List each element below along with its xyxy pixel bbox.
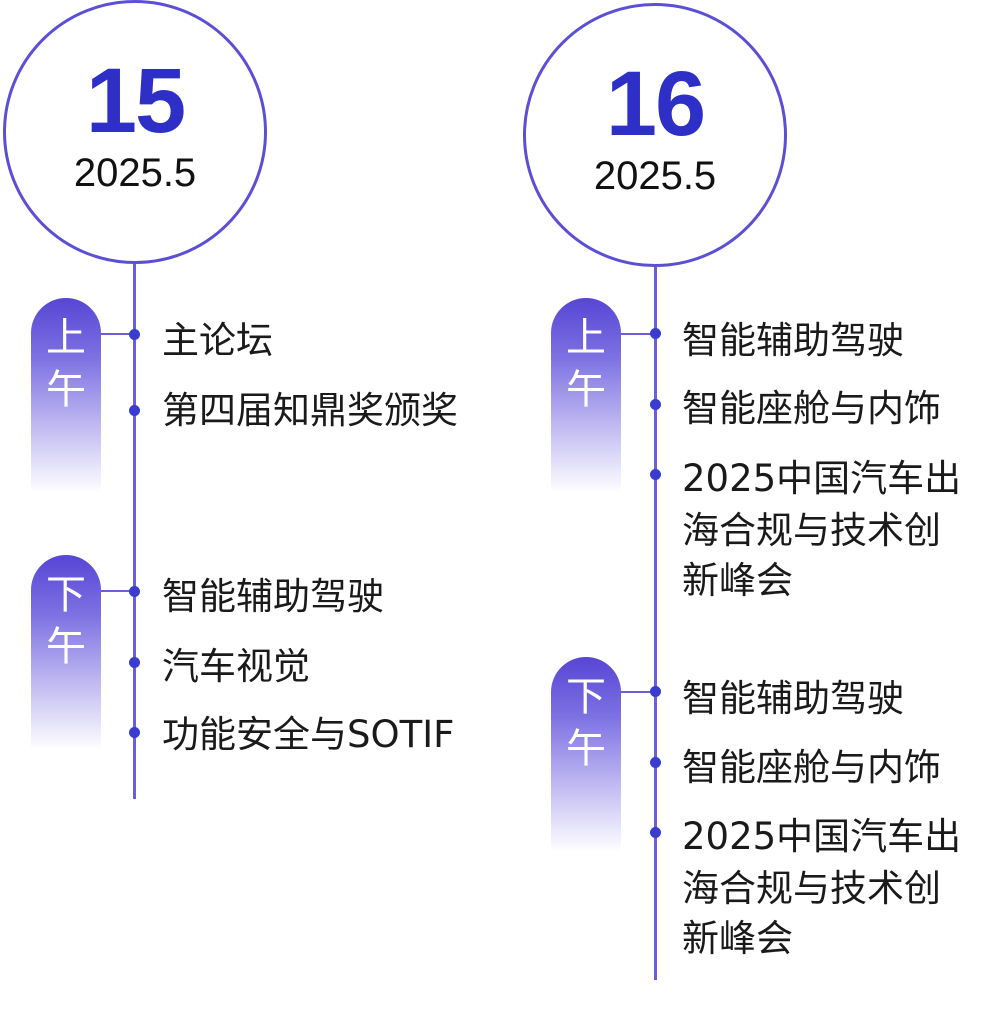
timeline-dot xyxy=(650,757,661,768)
date-text: 2025.5 xyxy=(593,154,717,198)
session-tag-afternoon: 下 午 xyxy=(551,657,621,852)
session-tag-morning: 上 午 xyxy=(551,298,621,493)
agenda-item-line-2: 海合规与技术创 xyxy=(682,867,941,910)
session-tag-morning: 上 午 xyxy=(31,298,101,493)
agenda-item: 智能座舱与内饰 xyxy=(682,746,941,789)
timeline-day-16: 16 2025.5 上 午 智能辅助驾驶 智能座舱与内饰 2025中国汽车出 海… xyxy=(520,0,995,1028)
timeline-dot xyxy=(650,686,661,697)
session-tag-char: 午 xyxy=(566,726,606,772)
agenda-item: 智能座舱与内饰 xyxy=(682,387,941,430)
session-connector xyxy=(101,333,135,335)
agenda-item: 智能辅助驾驶 xyxy=(162,575,384,618)
timeline-dot xyxy=(650,469,661,480)
timeline-dot xyxy=(129,657,140,668)
agenda-item-line-3: 新峰会 xyxy=(682,917,793,960)
timeline-dot xyxy=(129,727,140,738)
agenda-item-line-3: 新峰会 xyxy=(682,559,793,602)
timeline-dot xyxy=(650,328,661,339)
session-tag-char: 下 xyxy=(46,572,86,618)
date-circle: 15 2025.5 xyxy=(3,0,267,264)
timeline-line xyxy=(654,267,657,980)
session-tag-char: 午 xyxy=(566,367,606,413)
agenda-item: 主论坛 xyxy=(162,319,273,362)
session-tag-char: 午 xyxy=(46,624,86,670)
session-tag-char: 午 xyxy=(46,367,86,413)
session-tag-char: 下 xyxy=(566,674,606,720)
date-circle: 16 2025.5 xyxy=(523,3,787,267)
day-number: 15 xyxy=(85,50,186,152)
session-tag-char: 上 xyxy=(46,315,86,361)
timeline-dot xyxy=(129,329,140,340)
agenda-item-line-1: 2025中国汽车出 xyxy=(682,457,962,500)
date-text: 2025.5 xyxy=(73,151,197,195)
timeline-day-15: 15 2025.5 上 午 主论坛 第四届知鼎奖颁奖 下 午 智能辅助驾驶 汽车… xyxy=(0,0,480,1028)
agenda-item: 汽车视觉 xyxy=(162,645,310,688)
agenda-item: 智能辅助驾驶 xyxy=(682,677,904,720)
day-number: 16 xyxy=(605,53,706,155)
timeline-dot xyxy=(129,405,140,416)
agenda-item-line-1: 2025中国汽车出 xyxy=(682,815,962,858)
timeline-line xyxy=(133,264,136,799)
session-tag-char: 上 xyxy=(566,315,606,361)
session-tag-afternoon: 下 午 xyxy=(31,555,101,750)
agenda-item: 功能安全与SOTIF xyxy=(162,713,455,756)
timeline-dot xyxy=(129,586,140,597)
agenda-item: 智能辅助驾驶 xyxy=(682,319,904,362)
timeline-dot xyxy=(650,827,661,838)
agenda-item: 第四届知鼎奖颁奖 xyxy=(162,389,458,432)
session-connector xyxy=(101,590,135,592)
timeline-dot xyxy=(650,399,661,410)
agenda-item-line-2: 海合规与技术创 xyxy=(682,509,941,552)
session-connector xyxy=(621,691,655,693)
session-connector xyxy=(621,333,655,335)
